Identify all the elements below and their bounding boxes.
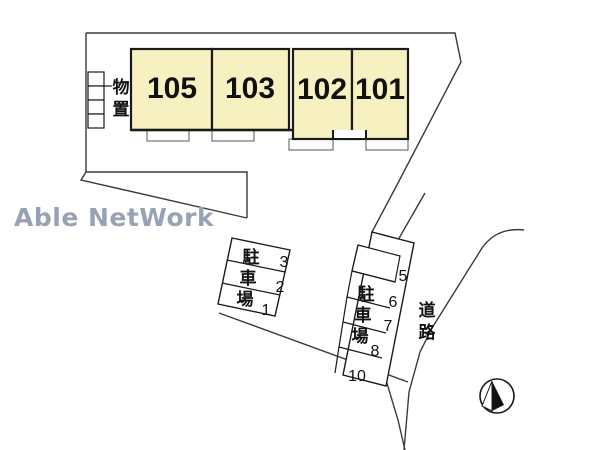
- parking-left-outline[interactable]: [217, 237, 291, 317]
- parking-right-divider-2: [346, 296, 391, 309]
- road-label-group: 道 路: [419, 300, 437, 343]
- parking-right-inner-edge: [334, 244, 359, 374]
- unit-101-label: 101: [355, 73, 405, 106]
- compass-needle-dark: [492, 381, 504, 411]
- parking-right-slot-5: 5: [399, 268, 408, 285]
- parking-left-slot-1: 1: [262, 302, 271, 319]
- storage-area: 物 置: [87, 71, 130, 129]
- road-label-char-1: 道: [419, 300, 436, 321]
- unit-102-outline[interactable]: [291, 47, 354, 141]
- unit-105-label: 105: [147, 72, 197, 105]
- road-label-char-2: 路: [419, 322, 437, 343]
- parking-left-label-char-1: 駐: [243, 247, 260, 268]
- parking-right-label-char-2: 車: [355, 305, 372, 326]
- north-arrow-icon: [479, 378, 515, 414]
- unit-103-label: 103: [225, 72, 275, 105]
- parking-right-slot-8: 8: [371, 343, 380, 360]
- entrance-step-103: [211, 129, 255, 142]
- entrance-step-101: [365, 138, 409, 151]
- parking-right-label-char-1: 駐: [358, 284, 375, 305]
- parking-right-slot-7: 7: [384, 318, 393, 335]
- storage-label-char-2: 置: [113, 100, 130, 120]
- parking-right-slot-10: 10: [348, 368, 366, 385]
- parking-right-slot-6: 6: [389, 294, 398, 311]
- parking-right-divider-3: [342, 321, 387, 334]
- parking-left-divider-2: [221, 282, 281, 296]
- parking-left-label-char-3: 場: [237, 290, 254, 310]
- storage-box-1: [87, 71, 105, 87]
- compass-needle-light: [481, 380, 493, 412]
- parking-right-divider-1: [351, 270, 396, 283]
- parking-lot-right: 駐 車 場 5 6 7 8 10: [334, 231, 415, 387]
- storage-box-3: [87, 99, 105, 115]
- unit-103-outline[interactable]: [210, 47, 291, 132]
- parking-left-slot-3: 3: [280, 254, 289, 271]
- storage-label-char-1: 物: [113, 77, 130, 98]
- storage-box-2: [87, 85, 105, 101]
- parking-lot-left: 駐 車 場 3 2 1: [217, 237, 291, 319]
- storage-box-4: [87, 113, 105, 129]
- unit-102-label: 102: [297, 73, 347, 106]
- apartment-building: 105 103 102 101: [129, 47, 410, 151]
- parking-right-label-char-3: 場: [352, 327, 369, 347]
- parking-right-divider-4: [338, 346, 383, 359]
- unit-101-outline[interactable]: [350, 47, 410, 141]
- watermark-able-network: Able NetWork: [14, 203, 215, 232]
- parking-left-divider-1: [226, 259, 286, 273]
- parking-left-slot-2: 2: [276, 279, 285, 296]
- parking-left-label-char-2: 車: [240, 268, 257, 289]
- entrance-step-102: [288, 138, 334, 151]
- building-notch: [332, 130, 367, 140]
- entrance-step-105: [146, 129, 190, 142]
